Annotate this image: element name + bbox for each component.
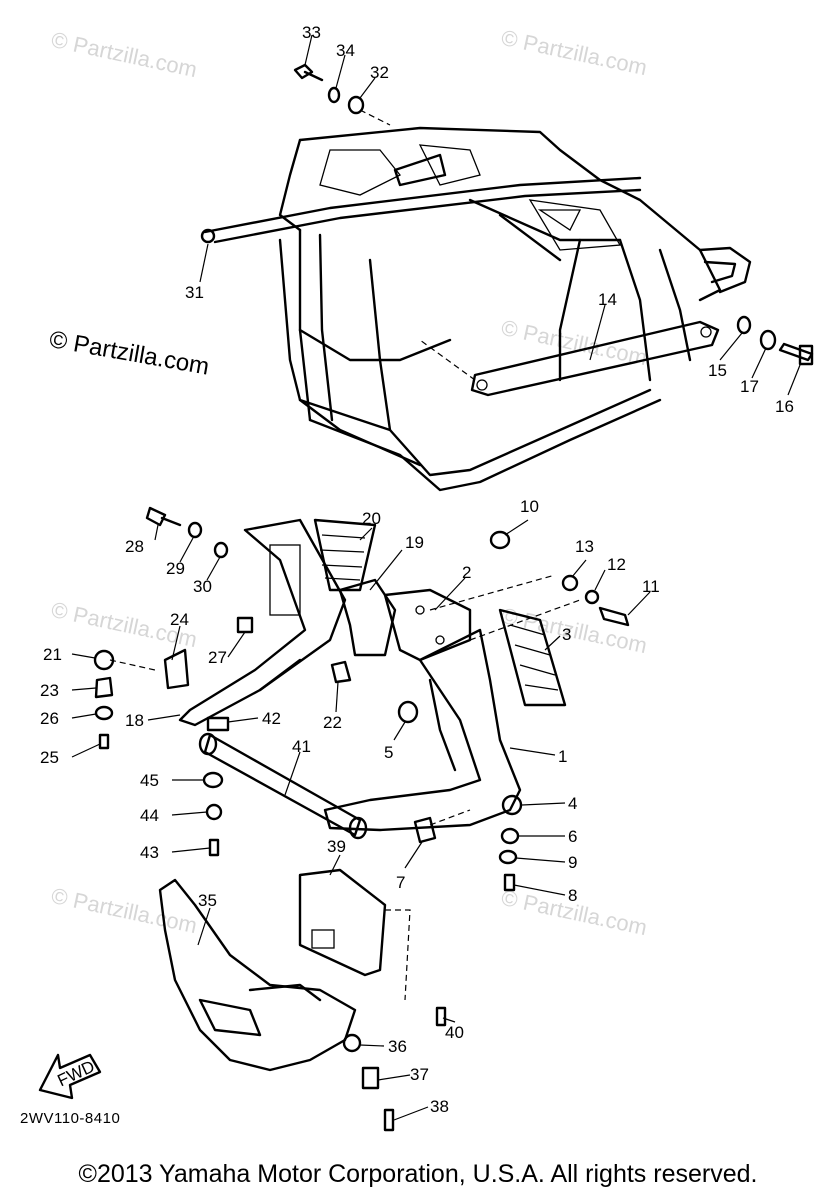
- callout-23: 23: [40, 681, 59, 700]
- fwd-arrow-icon: FWD: [38, 1053, 102, 1100]
- callout-21: 21: [43, 645, 62, 664]
- callout-43: 43: [140, 843, 159, 862]
- callout-10: 10: [520, 497, 539, 516]
- callout-3: 3: [562, 625, 571, 644]
- callout-6: 6: [568, 827, 577, 846]
- callout-16: 16: [775, 397, 794, 416]
- callout-8: 8: [568, 886, 577, 905]
- callout-31: 31: [185, 283, 204, 302]
- callout-33: 33: [302, 23, 321, 42]
- callout-41: 41: [292, 737, 311, 756]
- callout-14: 14: [598, 290, 617, 309]
- callout-30: 30: [193, 577, 212, 596]
- diagram-code: 2WV110-8410: [20, 1110, 121, 1127]
- callout-1: 1: [558, 747, 567, 766]
- callout-32: 32: [370, 63, 389, 82]
- frame-assembly: [200, 63, 814, 492]
- callout-labels: 33 34 32 31 14 15 17 16 10 20 28 29 30 1…: [40, 23, 794, 1116]
- callout-38: 38: [430, 1097, 449, 1116]
- callout-18: 18: [125, 711, 144, 730]
- callout-37: 37: [410, 1065, 429, 1084]
- callout-leaders: [71, 34, 801, 1121]
- callout-4: 4: [568, 794, 577, 813]
- callout-19: 19: [405, 533, 424, 552]
- callout-5: 5: [384, 743, 393, 762]
- callout-13: 13: [575, 537, 594, 556]
- callout-28: 28: [125, 537, 144, 556]
- callout-39: 39: [327, 837, 346, 856]
- copyright-notice: ©2013 Yamaha Motor Corporation, U.S.A. A…: [78, 1160, 758, 1188]
- callout-26: 26: [40, 709, 59, 728]
- callout-17: 17: [740, 377, 759, 396]
- callout-9: 9: [568, 853, 577, 872]
- callout-34: 34: [336, 41, 355, 60]
- callout-29: 29: [166, 559, 185, 578]
- guard-assembly: FWD: [38, 506, 630, 1132]
- callout-36: 36: [388, 1037, 407, 1056]
- callout-11: 11: [642, 577, 660, 596]
- callout-45: 45: [140, 771, 159, 790]
- callout-35: 35: [198, 891, 217, 910]
- callout-22: 22: [323, 713, 342, 732]
- callout-2: 2: [462, 563, 471, 582]
- callout-7: 7: [396, 873, 405, 892]
- callout-24: 24: [170, 610, 189, 629]
- callout-44: 44: [140, 806, 159, 825]
- callout-25: 25: [40, 748, 59, 767]
- callout-12: 12: [607, 555, 626, 574]
- callout-20: 20: [362, 509, 381, 528]
- callout-42: 42: [262, 709, 281, 728]
- callout-27: 27: [208, 648, 227, 667]
- callout-40: 40: [445, 1023, 464, 1042]
- callout-15: 15: [708, 361, 727, 380]
